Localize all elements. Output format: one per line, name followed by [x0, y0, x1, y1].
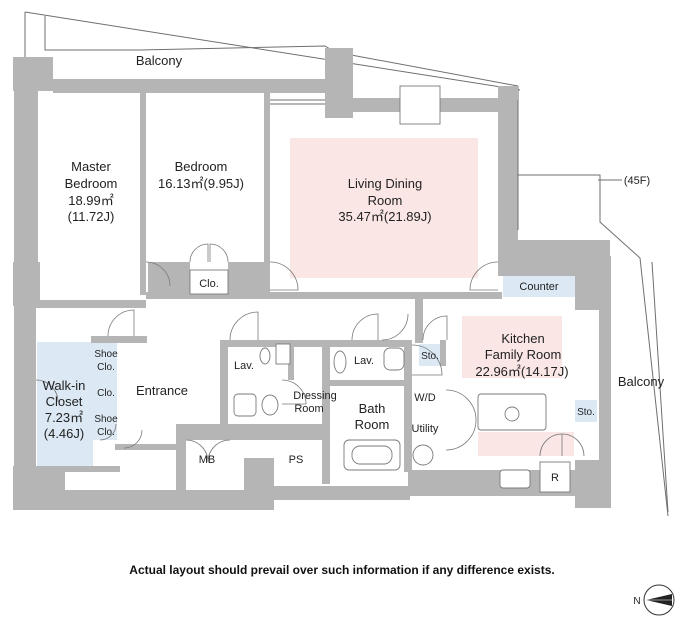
floor-tag: (45F): [624, 175, 650, 187]
counter-label: Counter: [519, 281, 558, 293]
sto-1-label: Sto.: [421, 351, 439, 362]
kitchen-highlight-lower: [478, 432, 574, 456]
master-bedroom-name-2: Bedroom: [65, 176, 118, 191]
kitchen-name-2: Family Room: [485, 347, 562, 362]
kitchen-area: 22.96㎡(14.17J): [475, 364, 568, 379]
sto-2-label: Sto.: [577, 407, 595, 418]
lav-1-label: Lav.: [234, 360, 254, 372]
shoe-clo-1-line2: Clo.: [97, 362, 115, 373]
balcony-right-label: Balcony: [618, 374, 665, 389]
disclaimer-text: Actual layout should prevail over such i…: [129, 563, 555, 577]
master-bedroom-area: 18.99㎡: [68, 193, 114, 208]
balcony-top-rail: [44, 16, 519, 87]
living-area: 35.47㎡(21.89J): [338, 209, 431, 224]
walk-in-closet-tatami: (4.46J): [44, 426, 84, 441]
walk-in-closet-area: 7.23㎡: [45, 410, 83, 425]
dressing-line1: Dressing: [293, 390, 336, 402]
walk-in-closet-fill: [37, 342, 93, 466]
master-bedroom-tatami: (11.72J): [68, 209, 115, 224]
master-bedroom-name-1: Master: [71, 159, 111, 174]
shoe-clo-1-line1: Shoe: [94, 349, 118, 360]
bedroom-area: 16.13㎡(9.95J): [158, 176, 244, 191]
kitchen-name-1: Kitchen: [501, 331, 544, 346]
clo-bedroom-label: Clo.: [199, 278, 219, 290]
living-name-2: Room: [368, 193, 403, 208]
shoe-closet-fill: [93, 342, 117, 440]
utility-label: Utility: [412, 423, 439, 435]
clo-mid-label: Clo.: [97, 388, 115, 399]
dressing-line2: Room: [294, 403, 323, 415]
mb-label: MB: [199, 454, 216, 466]
balcony-top-label: Balcony: [136, 53, 183, 68]
walk-in-closet-name-1: Walk-in: [43, 378, 86, 393]
bedroom-name: Bedroom: [175, 159, 228, 174]
sto-fill-1: [419, 344, 441, 366]
bath-line2: Room: [355, 417, 390, 432]
living-highlight: [290, 138, 478, 278]
sto-fill-2: [575, 400, 597, 422]
shoe-clo-2-line2: Clo.: [97, 427, 115, 438]
kitchen-highlight: [462, 316, 562, 378]
counter-fill: [503, 275, 575, 297]
walk-in-closet-name-2: Closet: [46, 394, 83, 409]
lav-2-label: Lav.: [354, 355, 374, 367]
bath-line1: Bath: [359, 401, 386, 416]
living-name-1: Living Dining: [348, 176, 422, 191]
compass-north-letter: N: [633, 596, 640, 607]
wd-label: W/D: [414, 392, 435, 404]
ps-label: PS: [289, 454, 304, 466]
shoe-clo-2-line1: Shoe: [94, 414, 118, 425]
refrigerator-label: R: [551, 472, 559, 484]
compass-icon: [643, 584, 675, 616]
entrance-label: Entrance: [136, 383, 188, 398]
